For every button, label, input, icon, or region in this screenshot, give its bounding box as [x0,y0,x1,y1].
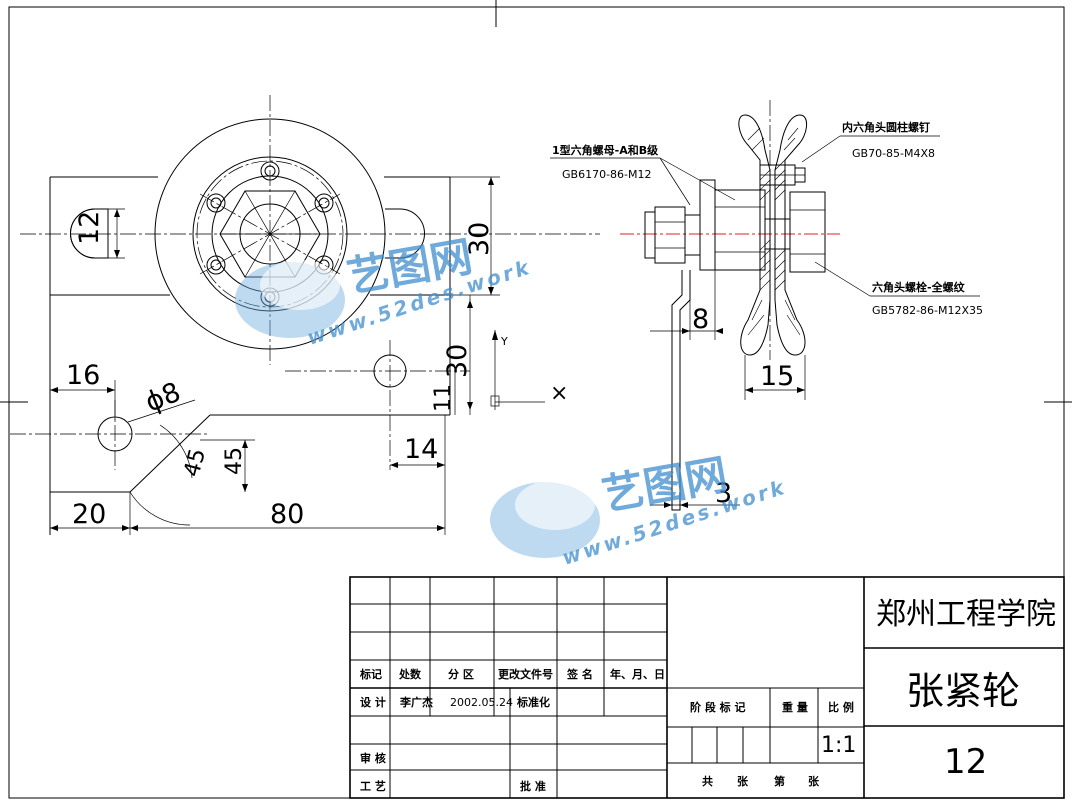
right-view [620,100,840,511]
tb-header-mark: 标记 [359,667,382,681]
title-block: 标记 处数 分 区 更改文件号 签 名 年、月、日 设 计 李广杰 2002.0… [349,576,1065,799]
dim-80: 80 [270,499,304,530]
tb-header-zone: 分 区 [448,667,474,681]
dim-11: 11 [431,384,456,412]
tb-header-change-doc: 更改文件号 [498,667,553,681]
axis-x-label: × [550,381,568,406]
tb-header-date: 年、月、日 [610,667,665,681]
dim-3: 3 [715,478,732,509]
dim-12: 12 [74,211,105,245]
tb-approve-label: 批 准 [520,779,546,793]
tb-review-label: 审 核 [360,751,386,765]
tb-scale-value: 1:1 [821,733,856,758]
tb-weight-label: 重 量 [782,700,808,714]
tb-scale-label: 比 例 [828,700,854,714]
dim-20: 20 [72,499,106,530]
tb-drawing-number: 12 [944,742,987,782]
tb-stage-label: 阶 段 标 记 [690,700,746,714]
dim-14: 14 [404,434,438,465]
watermark-middle: 艺图网 www.52des.work [490,450,789,570]
tb-part-name: 张紧轮 [906,669,1020,713]
dim-45: 45 [222,447,247,475]
dim-16: 16 [66,360,100,391]
tb-header-count: 处数 [398,667,422,681]
tb-process-label: 工 艺 [360,779,386,793]
right-view-dimensions: 8 15 3 1型六角螺母-A和B级 GB6170-86-M12 内六角头圆柱螺… [550,120,983,509]
dim-30-mid: 30 [442,344,473,378]
callout-screw-name: 内六角头圆柱螺钉 [842,120,930,134]
dim-phi8: ϕ8 [141,377,185,419]
callout-bolt-std: GB5782-86-M12X35 [872,304,983,317]
tb-school: 郑州工程学院 [876,597,1056,632]
tb-design-date: 2002.05.24 [450,696,513,709]
dim-15: 15 [760,361,794,392]
left-view [10,95,600,535]
tb-design-label: 设 计 [360,695,386,709]
tb-sheet-no: 第 [774,774,785,788]
dim-8-right: 8 [692,304,709,335]
tb-header-signature: 签 名 [566,667,593,681]
tb-sheets-unit1: 张 [737,774,749,788]
axis-y-label: Y [500,335,508,348]
dim-30-top: 30 [464,222,495,256]
left-view-dimensions: 12 30 16 ϕ8 30 11 14 45 [50,176,568,535]
tb-sheets-total: 共 [702,774,713,788]
tb-designer: 李广杰 [399,695,433,709]
callout-bolt-name: 六角头螺栓-全螺纹 [872,280,966,294]
tb-standardize-label: 标准化 [516,695,550,709]
callout-nut-std: GB6170-86-M12 [562,168,652,181]
callout-screw-std: GB70-85-M4X8 [852,147,935,160]
wheel-hatching [747,127,801,336]
tb-sheets-unit2: 张 [808,774,820,788]
callout-nut-name: 1型六角螺母-A和B级 [552,143,659,157]
